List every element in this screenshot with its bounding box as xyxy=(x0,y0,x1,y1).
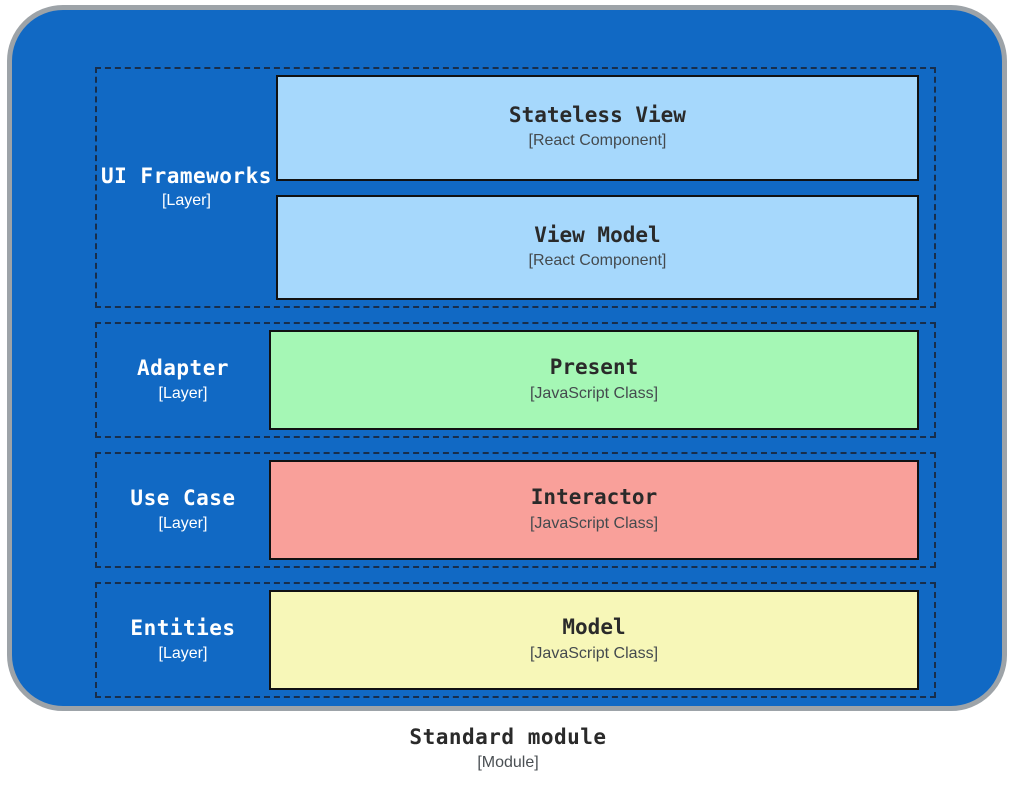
layer-adapter[interactable]: Adapter [Layer] Present [JavaScript Clas… xyxy=(95,322,936,438)
component-stereotype-present: [JavaScript Class] xyxy=(529,384,659,402)
layer-ui-frameworks[interactable]: UI Frameworks [Layer] Stateless View [Re… xyxy=(95,67,936,308)
layer-stereotype-entities: [Layer] xyxy=(158,644,208,662)
layer-stack: UI Frameworks [Layer] Stateless View [Re… xyxy=(95,67,936,704)
layer-components-adapter: Present [JavaScript Class] xyxy=(269,324,934,436)
component-title-interactor: Interactor xyxy=(530,485,658,510)
layer-caption-adapter: Adapter [Layer] xyxy=(97,355,269,404)
module-caption: Standard module [Module] xyxy=(0,724,1016,775)
component-stereotype-interactor: [JavaScript Class] xyxy=(529,514,659,532)
layer-stereotype-adapter: [Layer] xyxy=(158,384,208,402)
layer-title-use-case: Use Case xyxy=(130,486,236,511)
layer-components-ui-frameworks: Stateless View [React Component] View Mo… xyxy=(275,69,934,306)
layer-components-use-case: Interactor [JavaScript Class] xyxy=(269,454,934,566)
component-stereotype-stateless-view: [React Component] xyxy=(528,132,667,150)
layer-use-case[interactable]: Use Case [Layer] Interactor [JavaScript … xyxy=(95,452,936,568)
layer-title-entities: Entities xyxy=(130,616,236,641)
layer-stereotype-ui-frameworks: [Layer] xyxy=(161,192,211,210)
layer-components-entities: Model [JavaScript Class] xyxy=(269,584,934,696)
component-stateless-view[interactable]: Stateless View [React Component] xyxy=(275,75,919,181)
component-model[interactable]: Model [JavaScript Class] xyxy=(269,590,919,690)
component-title-view-model: View Model xyxy=(534,222,661,247)
layer-entities[interactable]: Entities [Layer] Model [JavaScript Class… xyxy=(95,582,936,698)
component-title-stateless-view: Stateless View xyxy=(508,103,686,128)
component-stereotype-model: [JavaScript Class] xyxy=(529,644,659,662)
component-title-model: Model xyxy=(562,615,626,640)
standard-module-container: UI Frameworks [Layer] Stateless View [Re… xyxy=(7,5,1007,711)
component-stereotype-view-model: [React Component] xyxy=(528,251,667,269)
layer-caption-entities: Entities [Layer] xyxy=(97,615,269,664)
layer-stereotype-use-case: [Layer] xyxy=(158,514,208,532)
component-interactor[interactable]: Interactor [JavaScript Class] xyxy=(269,460,919,560)
component-present[interactable]: Present [JavaScript Class] xyxy=(269,330,919,430)
layer-caption-use-case: Use Case [Layer] xyxy=(97,485,269,534)
component-title-present: Present xyxy=(549,355,639,380)
layer-title-ui-frameworks: UI Frameworks xyxy=(101,163,272,188)
component-view-model[interactable]: View Model [React Component] xyxy=(275,194,919,300)
module-title: Standard module xyxy=(409,725,607,749)
layer-caption-ui-frameworks: UI Frameworks [Layer] xyxy=(97,163,276,212)
module-stereotype: [Module] xyxy=(477,754,539,772)
layer-title-adapter: Adapter xyxy=(136,356,229,381)
